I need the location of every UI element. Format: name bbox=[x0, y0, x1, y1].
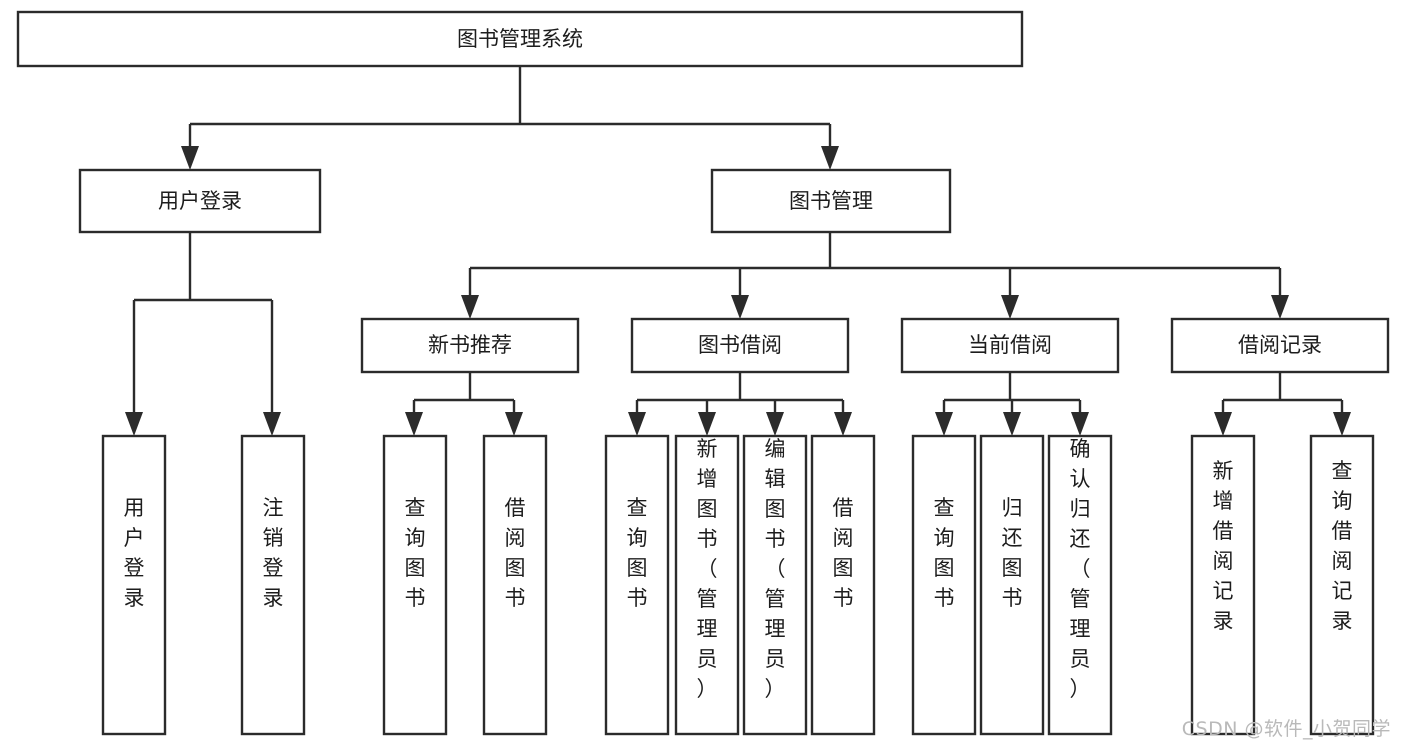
leaf-current-borrow-3-box[interactable] bbox=[1047, 434, 1113, 736]
leaf-current-borrow-2[interactable]: 归还图书 bbox=[979, 434, 1045, 736]
node-borrow-record[interactable]: 借阅记录 bbox=[1170, 317, 1390, 374]
arrow-head-book-borrow-leaf2 bbox=[698, 412, 716, 436]
leaf-book-borrow-3-box[interactable] bbox=[742, 434, 808, 736]
connector-group-user-login-to-leaves bbox=[125, 232, 281, 436]
leaf-new-book-1-label: 查询图书 bbox=[405, 496, 426, 610]
node-user-login-box[interactable] bbox=[78, 168, 322, 234]
node-book-manage-label: 图书管理 bbox=[789, 189, 873, 213]
connector-group-new-book-to-leaves bbox=[405, 372, 523, 436]
connector-group-current-borrow-to-leaves bbox=[935, 372, 1089, 436]
node-new-book-recommend-label: 新书推荐 bbox=[428, 333, 512, 357]
leaf-borrow-record-1-box[interactable] bbox=[1190, 434, 1256, 736]
leaf-current-borrow-2-label: 归还图书 bbox=[1002, 496, 1023, 610]
node-current-borrow-label: 当前借阅 bbox=[968, 333, 1052, 357]
node-user-login[interactable]: 用户登录 bbox=[78, 168, 322, 234]
leaf-new-book-2-label: 借阅图书 bbox=[505, 496, 526, 610]
arrow-head-current-borrow bbox=[1001, 295, 1019, 319]
connector-group-book-borrow-to-leaves bbox=[628, 372, 852, 436]
leaf-current-borrow-1-label: 查询图书 bbox=[934, 496, 955, 610]
arrow-head-borrow-record-leaf1 bbox=[1214, 412, 1232, 436]
arrow-head-book-borrow-leaf4 bbox=[834, 412, 852, 436]
node-borrow-record-box[interactable] bbox=[1170, 317, 1390, 374]
arrow-head-current-borrow-leaf2 bbox=[1003, 412, 1021, 436]
connector-group-book-manage-to-level3 bbox=[461, 232, 1289, 319]
arrow-head-new-book bbox=[461, 295, 479, 319]
leaf-book-borrow-4-label: 借阅图书 bbox=[833, 496, 854, 610]
leaf-current-borrow-3[interactable]: 确认归还（管理员） bbox=[1047, 434, 1113, 736]
node-root[interactable]: 图书管理系统 bbox=[16, 10, 1024, 68]
connector-group-root-to-level2 bbox=[181, 66, 839, 170]
leaf-book-borrow-4[interactable]: 借阅图书 bbox=[810, 434, 876, 736]
leaf-book-borrow-3-label: 编辑图书（管理员） bbox=[765, 437, 786, 701]
leaf-user-login-1-box[interactable] bbox=[101, 434, 167, 736]
node-root-box[interactable] bbox=[16, 10, 1024, 68]
leaf-book-borrow-4-box[interactable] bbox=[810, 434, 876, 736]
leaf-book-borrow-1[interactable]: 查询图书 bbox=[604, 434, 670, 736]
leaf-current-borrow-1[interactable]: 查询图书 bbox=[911, 434, 977, 736]
leaf-user-login-2-box[interactable] bbox=[240, 434, 306, 736]
node-book-manage[interactable]: 图书管理 bbox=[710, 168, 952, 234]
leaf-current-borrow-3-label: 确认归还（管理员） bbox=[1070, 437, 1091, 701]
node-root-label: 图书管理系统 bbox=[457, 27, 583, 51]
arrow-head-borrow-record bbox=[1271, 295, 1289, 319]
arrow-head-user-login bbox=[181, 146, 199, 170]
connector-group-borrow-record-to-leaves bbox=[1214, 372, 1351, 436]
leaf-new-book-2-box[interactable] bbox=[482, 434, 548, 736]
arrow-head-borrow-record-leaf2 bbox=[1333, 412, 1351, 436]
leaf-new-book-1-box[interactable] bbox=[382, 434, 448, 736]
arrow-head-book-borrow bbox=[731, 295, 749, 319]
node-book-borrow-box[interactable] bbox=[630, 317, 850, 374]
arrow-head-book-borrow-leaf1 bbox=[628, 412, 646, 436]
node-book-manage-box[interactable] bbox=[710, 168, 952, 234]
arrow-head-book-manage bbox=[821, 146, 839, 170]
leaf-borrow-record-2-box[interactable] bbox=[1309, 434, 1375, 736]
leaf-borrow-record-2[interactable]: 查询借阅记录 bbox=[1309, 434, 1375, 736]
arrow-head-current-borrow-leaf3 bbox=[1071, 412, 1089, 436]
node-user-login-label: 用户登录 bbox=[158, 189, 242, 213]
arrow-head-current-borrow-leaf1 bbox=[935, 412, 953, 436]
leaf-book-borrow-2[interactable]: 新增图书（管理员） bbox=[674, 434, 740, 736]
node-current-borrow-box[interactable] bbox=[900, 317, 1120, 374]
arrow-head-user-login-leaf2 bbox=[263, 412, 281, 436]
node-book-borrow[interactable]: 图书借阅 bbox=[630, 317, 850, 374]
leaf-book-borrow-2-label: 新增图书（管理员） bbox=[697, 437, 718, 701]
leaf-borrow-record-2-label: 查询借阅记录 bbox=[1332, 459, 1353, 633]
leaf-user-login-1[interactable]: 用户登录 bbox=[101, 434, 167, 736]
arrow-head-new-book-leaf2 bbox=[505, 412, 523, 436]
arrow-head-new-book-leaf1 bbox=[405, 412, 423, 436]
leaf-user-login-2-label: 注销登录 bbox=[263, 496, 284, 610]
leaf-borrow-record-1[interactable]: 新增借阅记录 bbox=[1190, 434, 1256, 736]
arrow-head-book-borrow-leaf3 bbox=[766, 412, 784, 436]
node-borrow-record-label: 借阅记录 bbox=[1238, 333, 1322, 357]
arrow-head-user-login-leaf1 bbox=[125, 412, 143, 436]
leaf-book-borrow-1-box[interactable] bbox=[604, 434, 670, 736]
leaf-current-borrow-1-box[interactable] bbox=[911, 434, 977, 736]
leaf-book-borrow-1-label: 查询图书 bbox=[627, 496, 648, 610]
node-new-book-recommend[interactable]: 新书推荐 bbox=[360, 317, 580, 374]
leaf-book-borrow-2-box[interactable] bbox=[674, 434, 740, 736]
leaf-current-borrow-2-box[interactable] bbox=[979, 434, 1045, 736]
leaf-new-book-1[interactable]: 查询图书 bbox=[382, 434, 448, 736]
leaf-user-login-1-label: 用户登录 bbox=[124, 496, 145, 610]
leaf-book-borrow-3[interactable]: 编辑图书（管理员） bbox=[742, 434, 808, 736]
leaf-new-book-2[interactable]: 借阅图书 bbox=[482, 434, 548, 736]
node-new-book-recommend-box[interactable] bbox=[360, 317, 580, 374]
node-current-borrow[interactable]: 当前借阅 bbox=[900, 317, 1120, 374]
leaf-borrow-record-1-label: 新增借阅记录 bbox=[1213, 459, 1234, 633]
node-book-borrow-label: 图书借阅 bbox=[698, 333, 782, 357]
leaf-user-login-2[interactable]: 注销登录 bbox=[240, 434, 306, 736]
